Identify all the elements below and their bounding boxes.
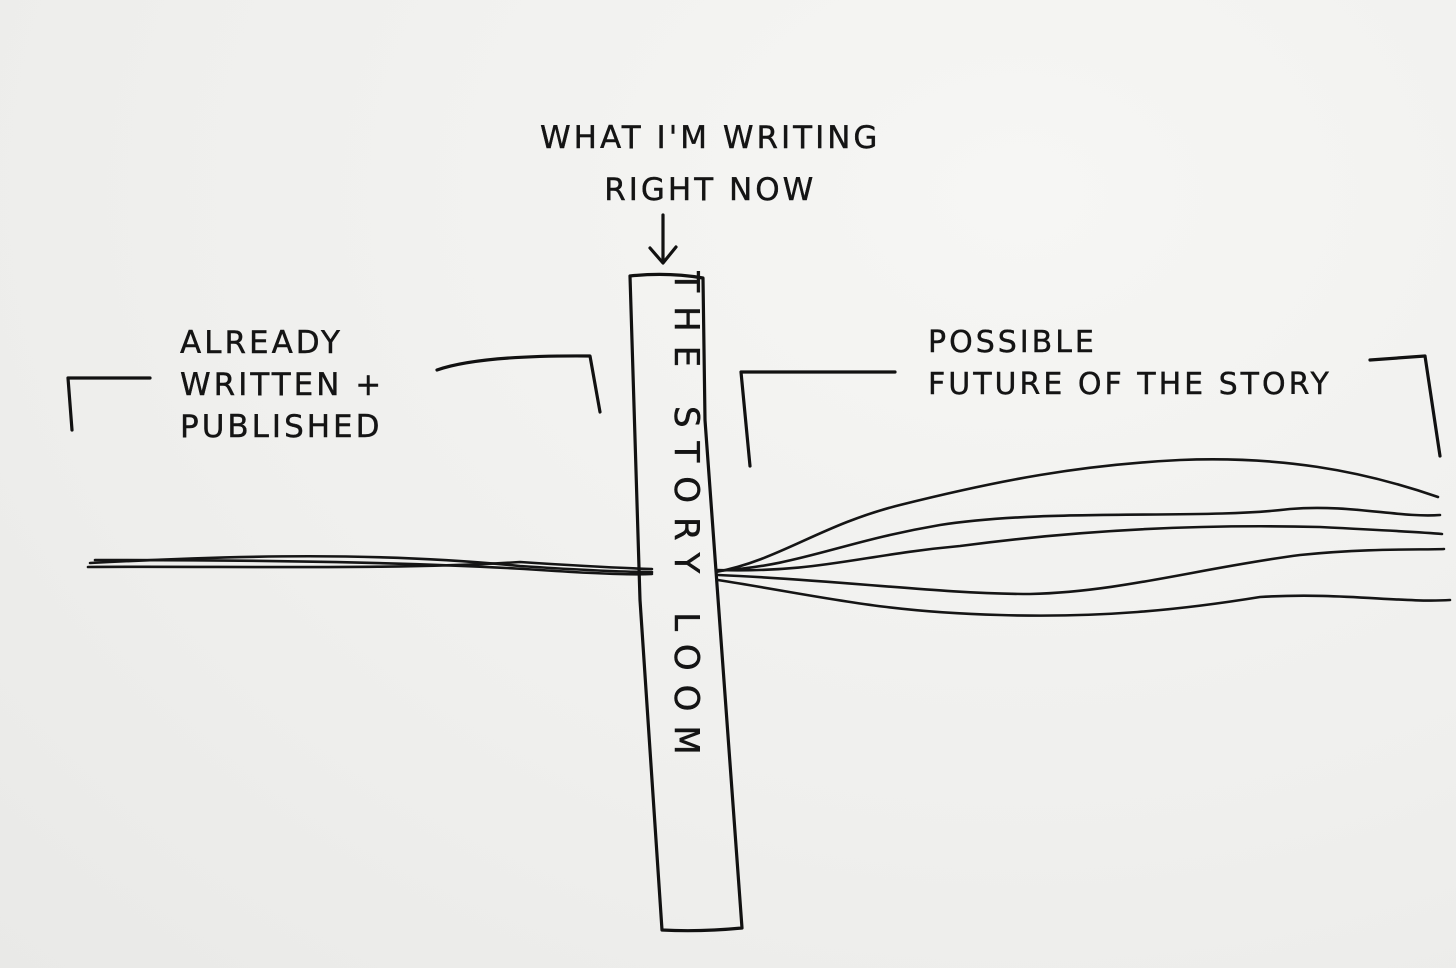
current-writing-line-2: RIGHT NOW [604,172,817,208]
past-label-line-2: WRITTEN + [180,367,385,403]
past-label-line-1: ALREADY [180,325,343,361]
future-bracket [739,354,1442,468]
past-label: ALREADY WRITTEN + PUBLISHED [180,322,384,448]
future-label: POSSIBLE FUTURE OF THE STORY [928,322,1332,406]
past-label-line-3: PUBLISHED [180,409,383,445]
future-threads [714,458,1452,617]
current-writing-line-1: WHAT I'M WRITING [540,120,881,156]
future-label-line-2: FUTURE OF THE STORY [928,367,1332,402]
past-bracket [66,354,602,432]
future-label-line-1: POSSIBLE [928,325,1097,360]
loom-label: THE STORY LOOM [666,271,707,769]
past-threads [86,554,654,576]
arrow-down-icon [648,213,678,265]
loom-bar [628,272,744,933]
current-writing-label: WHAT I'M WRITING RIGHT NOW [540,112,880,216]
